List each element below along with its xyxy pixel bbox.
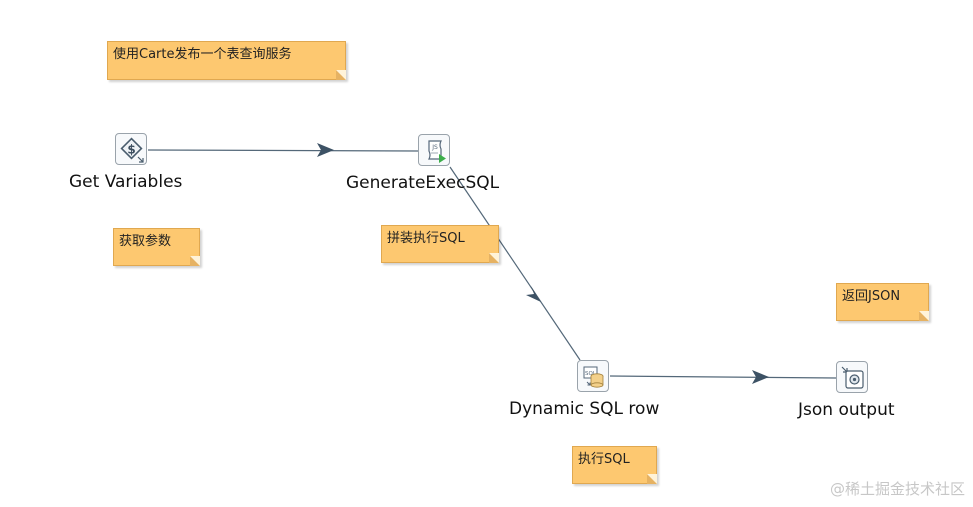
note-get-params[interactable]: 获取参数 bbox=[113, 228, 200, 266]
svg-text:$: $ bbox=[127, 143, 135, 157]
javascript-script-icon[interactable]: JS bbox=[418, 134, 450, 166]
note-title[interactable]: 使用Carte发布一个表查询服务 bbox=[107, 41, 346, 80]
watermark: @稀土掘金技术社区 bbox=[829, 480, 965, 498]
hop-arrow-icon bbox=[317, 143, 334, 157]
svg-text:SQL: SQL bbox=[585, 371, 597, 377]
dollar-diamond-icon[interactable]: $ bbox=[115, 133, 147, 165]
step-label-dynamic-sql-row: Dynamic SQL row bbox=[509, 399, 660, 419]
svg-text:JS: JS bbox=[431, 144, 438, 151]
step-label-generate-exec-sql: GenerateExecSQL bbox=[346, 173, 500, 193]
note-assemble-sql[interactable]: 拼装执行SQL bbox=[381, 225, 499, 263]
step-label-get-variables: Get Variables bbox=[69, 172, 183, 192]
hop-dynamic-sql-row-to-json-output[interactable] bbox=[609, 370, 837, 384]
note-exec-sql[interactable]: 执行SQL bbox=[572, 446, 657, 484]
hop-arrow-icon bbox=[752, 370, 769, 384]
json-output-icon[interactable] bbox=[836, 361, 868, 393]
note-return-json[interactable]: 返回JSON bbox=[836, 283, 929, 321]
sql-database-icon[interactable]: SQL bbox=[577, 360, 609, 392]
step-label-json-output: Json output bbox=[798, 400, 895, 420]
hop-get-variables-to-generate-exec-sql[interactable] bbox=[147, 143, 419, 157]
hop-arrow-icon bbox=[526, 286, 541, 302]
hop-generate-exec-sql-to-dynamic-sql-row[interactable] bbox=[449, 166, 581, 361]
